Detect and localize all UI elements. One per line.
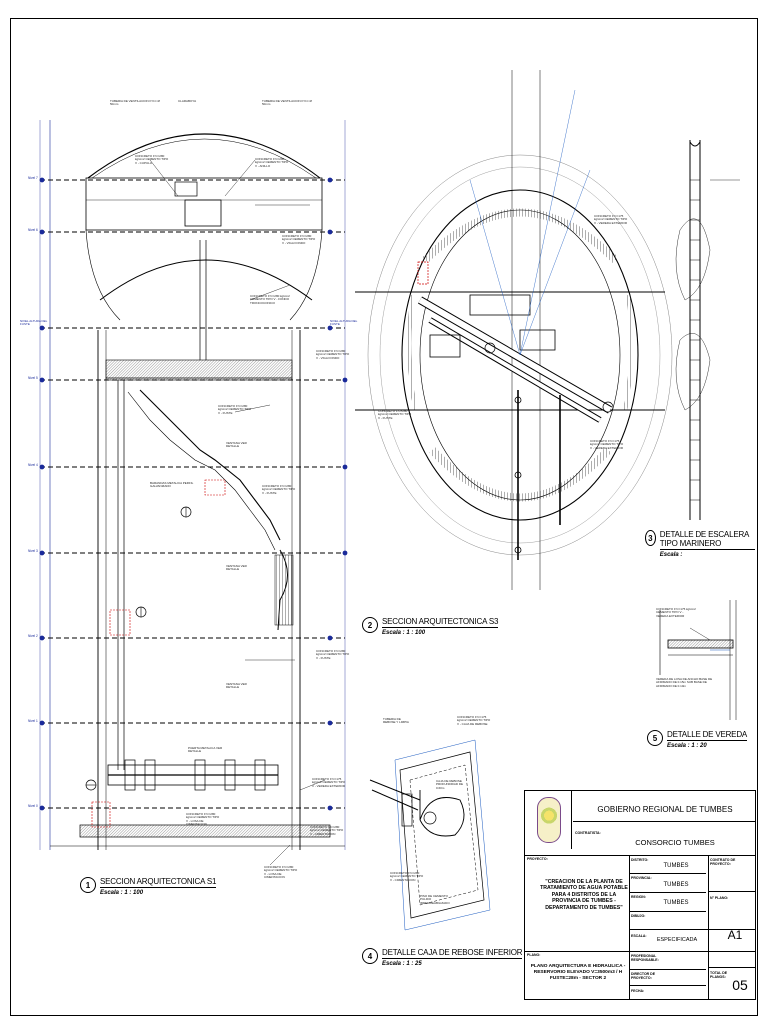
detail-title-text: DETALLE CAJA DE REBOSE INFERIOR xyxy=(382,948,523,959)
contratista-value: CONSORCIO TUMBES xyxy=(635,838,715,847)
detail-title-s1: 1 SECCION ARQUITECTONICA S1 Escala : 1 :… xyxy=(80,877,216,896)
annotation-label: VENTANA VER DETALLE xyxy=(226,441,247,449)
level-label: Nivel 4 xyxy=(28,463,38,467)
annotation-label: VENTANA VER DETALLE xyxy=(226,682,247,690)
region-value: TUMBES xyxy=(663,900,689,906)
plano-value: PLANO ARQUITECTURA E HIDRAULICA - RESERV… xyxy=(530,964,626,981)
annotation-label: CONCRETO F'C=280 kg/cm2 CEMENTO TIPO V -… xyxy=(378,409,412,420)
annotation-label: CONCRETO F'C=280 kg/cm2 CEMENTO TIPO V -… xyxy=(316,349,350,360)
dibujo-label: DIBUJO: xyxy=(631,914,646,918)
detail-caja-rebose-drawing xyxy=(369,739,491,931)
annotation-label: CONCRETO F'C=280 kg/cm2 CEMENTO TIPO V -… xyxy=(282,234,316,245)
director-label: DIRECTOR DE PROYECTO: xyxy=(631,972,656,980)
annotation-label: PISO DE CEMENTO PULIDO IMPERMEABILIZADO xyxy=(420,894,450,905)
proyecto-value: "CREACION DE LA PLANTA DE TRATAMIENTO DE… xyxy=(540,879,628,911)
level-label: Nivel 7 xyxy=(28,176,38,180)
annotation-label: CONCRETO F'C=280 kg/cm2 CEMENTO TIPO V -… xyxy=(390,871,424,882)
detail-ladder-drawing xyxy=(675,140,740,520)
annotation-label: CAJA DE REBOSE PROFUNDIDAD DE 0.60m xyxy=(436,779,464,790)
contrato-label: CONTRATO DE PROYECTO: xyxy=(710,858,736,866)
detail-title-text: DETALLE DE VEREDA xyxy=(667,730,748,741)
annotation-label: CONCRETO F'C=175 kg/cm2 CEMENTO TIPO V -… xyxy=(312,777,346,788)
annotation-label: CONCRETO F'C=280 kg/cm2 CEMENTO TIPO V -… xyxy=(264,865,298,880)
detail-scale-text: Escala : 1 : 100 xyxy=(382,630,426,636)
proyecto-label: PROYECTO: xyxy=(527,857,548,861)
distrito-value: TUMBES xyxy=(663,863,689,869)
section-s1-drawing xyxy=(39,120,348,866)
annotation-label: VEREDA DE LOSA DE ANCHO BASE DE AFIRMADO… xyxy=(656,677,713,688)
detail-scale-text: Escala : 1 : 25 xyxy=(382,961,422,967)
annotation-label: CONCRETO F'C=280 kg/cm2 CEMENTO TIPO V -… xyxy=(316,649,350,660)
detail-title-text: SECCION ARQUITECTONICA S3 xyxy=(382,617,499,628)
level-label: Nivel 0 xyxy=(28,804,38,808)
level-label: Nivel 6 xyxy=(28,228,38,232)
plano-n-label: N° PLANO: xyxy=(710,896,729,900)
shield-icon xyxy=(537,797,561,843)
annotation-label: CONCRETO F'C=280 kg/cm2 CEMENTO TIPO V -… xyxy=(186,812,220,827)
level-label: Nivel 3 xyxy=(28,549,38,553)
detail-scale-text: Escala : 1 : 100 xyxy=(100,890,144,896)
detail-scale-text: Escala : xyxy=(659,552,683,558)
annotation-label: CONCRETO F'C=280 kg/cm2 CEMENTO TIPO V -… xyxy=(255,157,289,168)
escala-label: ESCALA: xyxy=(631,934,647,938)
section-marker-icon: 1 xyxy=(80,877,96,893)
total-value: 05 xyxy=(732,977,748,993)
annotation-label: TUBERIA DE REBOSE Y LIMPIA xyxy=(383,717,409,725)
annotation-label: CONCRETO F'C=280 kg/cm2 CEMENTO TIPO V -… xyxy=(250,294,290,305)
level-label: Nivel 2 xyxy=(28,634,38,638)
annotation-label: CONCRETO F'C=175 kg/cm2 CEMENTO TIPO V -… xyxy=(457,715,491,726)
level-label: Nivel 5 xyxy=(28,376,38,380)
annotation-label: CONCRETO F'C=175 kg/cm2 CEMENTO TIPO V -… xyxy=(590,439,624,450)
detail-title-escalera: 3 DETALLE DE ESCALERA TIPO MARINERO Esca… xyxy=(645,530,755,558)
title-block: GOBIERNO REGIONAL DE TUMBES CONTRATISTA:… xyxy=(524,790,756,1000)
plano-label: PLANO: xyxy=(527,953,541,957)
region-label: REGION: xyxy=(631,895,646,899)
level-label: Nivel 1 xyxy=(28,719,38,723)
annotation-label: CONCRETO F'C=175 kg/cm2 CEMENTO TIPO V -… xyxy=(594,214,628,225)
plano-n-value: A1 xyxy=(727,928,743,942)
section-marker-icon: 4 xyxy=(362,948,378,964)
detail-scale-text: Escala : 1 : 20 xyxy=(667,743,707,749)
contratista-label: CONTRATISTA: xyxy=(575,831,601,835)
provincia-label: PROVINCIA: xyxy=(631,876,652,880)
section-marker-icon: 2 xyxy=(362,617,378,633)
detail-title-text: SECCION ARQUITECTONICA S1 xyxy=(100,877,217,888)
annotation-label: BARANDAS METALICA PERFIL GALVANIZADO xyxy=(150,481,194,489)
annotation-label: CONCRETO F'C=175 kg/cm2 CEMENTO TIPO V -… xyxy=(656,607,696,618)
annotation-label: CONCRETO F'C=280 kg/cm2 CEMENTO TIPO V -… xyxy=(135,154,169,165)
detail-title-s3: 2 SECCION ARQUITECTONICA S3 Escala : 1 :… xyxy=(362,617,498,636)
escala-value: ESPECIFICADA xyxy=(656,937,698,943)
gobierno-title: GOBIERNO REGIONAL DE TUMBES xyxy=(597,805,733,814)
section-marker-icon: 5 xyxy=(647,730,663,746)
annotation-label: PUERTA METALICA VER DETALLE xyxy=(188,746,223,754)
total-label: TOTAL DE PLANOS: xyxy=(710,971,728,979)
annotation-label: CONCRETO F'C=280 kg/cm2 CEMENTO TIPO V -… xyxy=(262,484,296,495)
profesional-label: PROFESIONAL RESPONSABLE: xyxy=(631,954,659,962)
annotation-label: TUBERIA DE VENTILACION P.V.C Ø 50mm xyxy=(110,99,160,107)
detail-vereda-drawing xyxy=(659,600,737,720)
annotation-label: CLARABOYA xyxy=(178,99,197,103)
detail-title-text: DETALLE DE ESCALERA TIPO MARINERO xyxy=(659,530,755,550)
annotation-label: NIVEL ALTURA DEL FUSTE xyxy=(20,319,48,327)
section-s3-drawing xyxy=(355,70,673,590)
annotation-label: NIVEL ALTURA DEL FUSTE xyxy=(330,319,358,327)
distrito-label: DISTRITO: xyxy=(631,858,649,862)
annotation-label: CONCRETO F'C=280 kg/cm2 CEMENTO TIPO V -… xyxy=(218,404,252,415)
drawing-sheet-border xyxy=(10,18,758,1016)
section-marker-icon: 3 xyxy=(645,530,656,546)
annotation-label: TUBERIA DE VENTILACION P.V.C Ø 50mm xyxy=(262,99,312,107)
detail-title-vereda: 5 DETALLE DE VEREDA Escala : 1 : 20 xyxy=(647,730,747,749)
annotation-label: VENTANA VER DETALLE xyxy=(226,564,247,572)
annotation-label: CONCRETO F'C=280 kg/cm2 CEMENTO TIPO V -… xyxy=(310,825,344,836)
provincia-value: TUMBES xyxy=(663,882,689,888)
fecha-label: FECHA: xyxy=(631,989,645,993)
detail-title-caja-rebose: 4 DETALLE CAJA DE REBOSE INFERIOR Escala… xyxy=(362,948,523,967)
